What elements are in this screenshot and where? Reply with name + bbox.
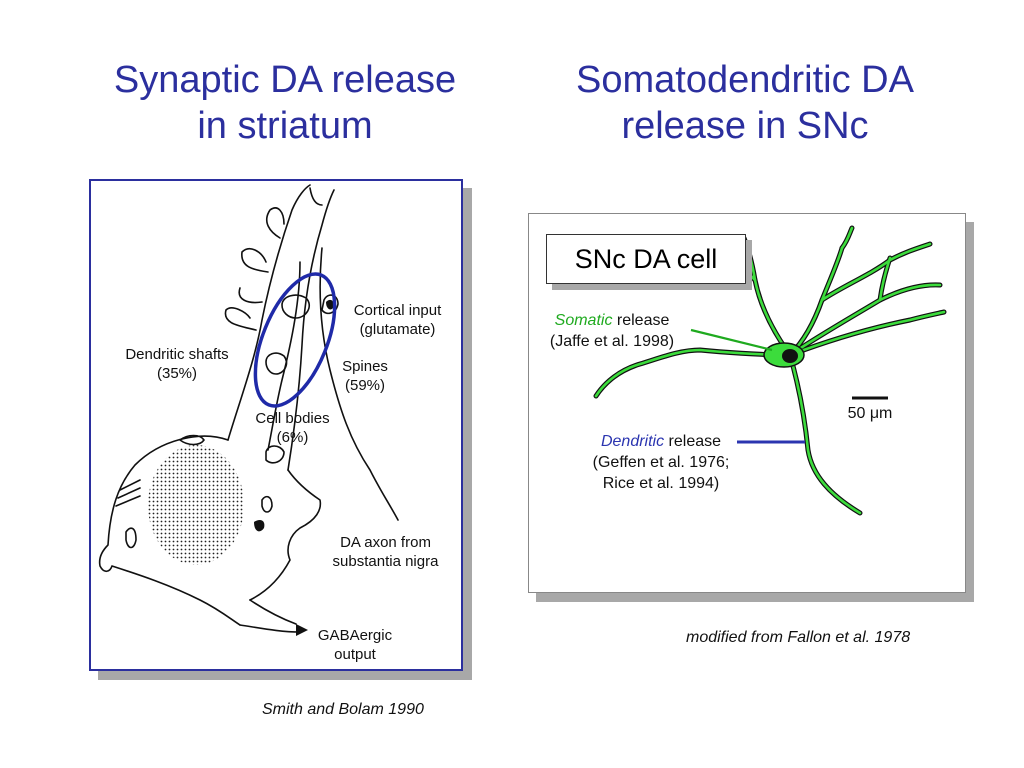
label-da-axon: DA axon from substantia nigra bbox=[318, 533, 453, 571]
neuron-outline bbox=[98, 184, 399, 633]
soma-nucleus bbox=[782, 349, 798, 363]
spines-highlight-ellipse bbox=[253, 272, 337, 408]
nucleus bbox=[148, 445, 244, 565]
dendritic-ref2: Rice et al. 1994) bbox=[602, 475, 720, 492]
somatic-pointer-line bbox=[690, 328, 773, 352]
gaba-arrow-icon bbox=[296, 624, 308, 636]
left-caption: Smith and Bolam 1990 bbox=[262, 701, 424, 718]
label-gaba-output: GABAergic output bbox=[305, 626, 405, 664]
dendritic-ref1: (Geffen et al. 1976; bbox=[592, 454, 730, 471]
dendritic-release-label: Dendritic release (Geffen et al. 1976; R… bbox=[566, 431, 756, 494]
somatic-release-label: Somatic release (Jaffe et al. 1998) bbox=[532, 310, 692, 352]
snc-cell-label-box: SNc DA cell bbox=[546, 234, 746, 284]
label-cell-bodies-line2: (6%) bbox=[276, 429, 309, 446]
label-spines-line2: (59%) bbox=[344, 377, 385, 394]
label-gaba-line2: output bbox=[334, 646, 376, 663]
right-caption: modified from Fallon et al. 1978 bbox=[686, 629, 911, 646]
somatic-rest: release bbox=[612, 312, 670, 329]
synaptic-dot bbox=[326, 299, 334, 310]
right-title-line1: Somatodendritic DA bbox=[576, 59, 914, 101]
scale-bar-label: 50 μm bbox=[847, 405, 893, 422]
dendritic-rest: release bbox=[664, 433, 722, 450]
left-title-line1: Synaptic DA release bbox=[113, 59, 457, 101]
label-spines-line1: Spines bbox=[342, 358, 388, 375]
label-cortical-line1: Cortical input bbox=[353, 302, 442, 319]
axon-terminal-dot bbox=[254, 520, 265, 532]
label-cortical-input: Cortical input (glutamate) bbox=[335, 301, 460, 339]
label-gaba-line1: GABAergic bbox=[317, 627, 393, 644]
somatic-ref: (Jaffe et al. 1998) bbox=[549, 333, 675, 350]
label-cell-bodies: Cell bodies (6%) bbox=[240, 409, 345, 447]
label-da-axon-line2: substantia nigra bbox=[332, 553, 439, 570]
label-dendritic-shafts-line2: (35%) bbox=[156, 365, 197, 382]
label-da-axon-line1: DA axon from bbox=[340, 534, 431, 551]
right-title-line2: release in SNc bbox=[621, 105, 869, 147]
label-cell-bodies-line1: Cell bodies bbox=[255, 410, 330, 427]
right-title: Somatodendritic DA release in SNc bbox=[525, 57, 965, 149]
label-dendritic-shafts: Dendritic shafts (35%) bbox=[112, 345, 242, 383]
somatic-word: Somatic bbox=[554, 312, 613, 329]
left-title: Synaptic DA release in striatum bbox=[60, 57, 510, 149]
label-spines: Spines (59%) bbox=[325, 357, 405, 395]
dendritic-word: Dendritic bbox=[600, 433, 665, 450]
left-title-line2: in striatum bbox=[197, 105, 373, 147]
label-dendritic-shafts-line1: Dendritic shafts bbox=[125, 346, 229, 363]
label-cortical-line2: (glutamate) bbox=[359, 321, 436, 338]
